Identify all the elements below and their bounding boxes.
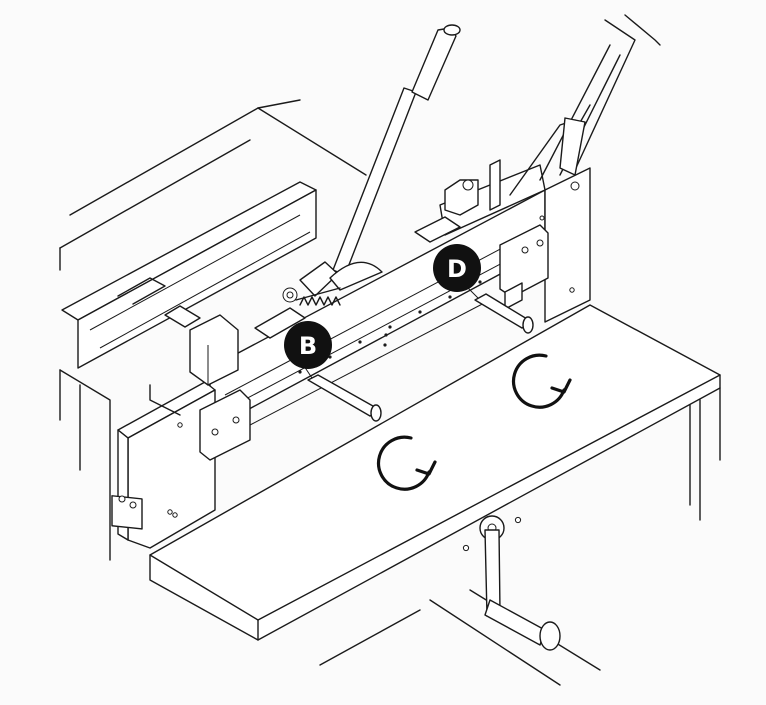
rear-paper-table	[59, 99, 367, 271]
callout-B: B	[284, 321, 332, 369]
back-fence	[61, 181, 317, 369]
left-side-post	[111, 381, 216, 549]
callout-D: D	[433, 244, 481, 292]
clamp-screw-B	[299, 359, 382, 422]
left-bracket	[149, 305, 251, 461]
rotation-arrow-right	[512, 353, 572, 409]
cutting-lever	[282, 24, 461, 306]
clamp-screw-D	[459, 279, 534, 334]
hand-crank	[479, 515, 561, 651]
rotation-arrow-left	[377, 435, 437, 491]
rear-arms	[509, 14, 661, 196]
callout-B-label: B	[299, 332, 317, 360]
callout-D-label: D	[447, 255, 467, 283]
spring	[299, 296, 341, 306]
left-table-body	[59, 369, 111, 561]
right-bracket	[499, 224, 549, 310]
clamp-mechanism	[254, 159, 501, 339]
